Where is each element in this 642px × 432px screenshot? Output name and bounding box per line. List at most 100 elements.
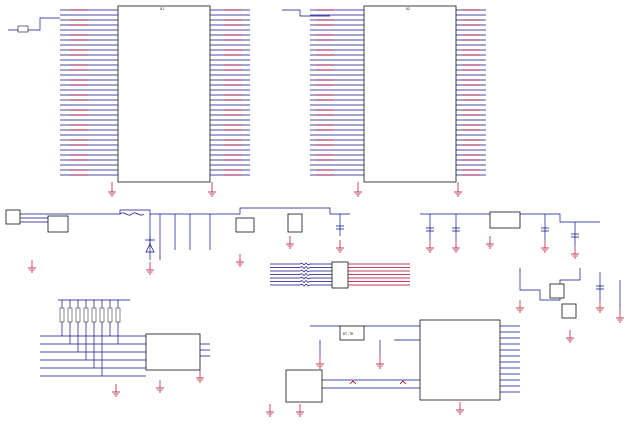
ground-symbol-switch-3 [596,300,604,313]
ground-symbol-power-1 [28,260,36,273]
ground-symbol-bottom-center-5 [456,402,464,415]
switch-block [516,268,624,343]
ground-symbol-switch-4 [616,310,624,323]
regulator-block [420,211,600,259]
resistor-array-line-7 [270,283,332,287]
ic-u1-left-pins [60,9,118,176]
pullup-resistor-4 [83,307,89,323]
capacitor-reg-out [541,214,549,240]
ground-symbol-bottom-left-2 [156,380,164,393]
pullup-resistor-5 [91,307,97,323]
resistor-array-line-6 [270,280,332,283]
resistor-array-wires [270,262,410,287]
ground-symbol-bottom-center-2 [296,404,304,417]
ground-symbol-u2 [354,182,362,197]
transistor-q2[interactable] [549,283,565,299]
resistor-array-line-2 [270,266,332,269]
resistor-array-line-5 [270,276,332,280]
regulator-u4[interactable] [489,211,521,229]
wire-switch [519,268,581,301]
ground-symbol-regulator-1 [426,240,434,253]
ground-symbol-regulator-4 [541,240,549,253]
ground-symbol-bottom-left-1 [112,384,120,397]
ic-bottom-center-main[interactable] [419,319,501,401]
bottom-center-block: DT-TR [266,319,520,417]
ground-symbol-bottom-center-3 [316,356,324,369]
pullup-resistor-2 [67,307,73,323]
resistor-array-line-1 [270,262,332,266]
capacitor-switch [596,272,604,300]
connector-power-in[interactable] [47,215,69,233]
resistor-array-line-4 [270,273,332,276]
ic-bottom-center-left[interactable] [285,369,323,403]
ground-symbol-u1-right [208,182,216,197]
wire-power-taps [149,214,211,260]
regulator-u3[interactable] [287,213,303,233]
resistor-network[interactable] [331,261,349,289]
ground-symbol-power-4 [286,236,294,249]
led-markers [349,380,407,385]
ground-symbol-bottom-center-1 [266,404,274,417]
diode-d1 [145,243,155,253]
wire-pullup-bus [40,335,146,377]
wire-u1-left-top [8,17,60,31]
ic-u1-body[interactable] [117,5,211,183]
ic-bottom-center-pins [500,325,520,393]
ground-symbol-regulator-2 [452,240,460,253]
ground-group-bottom-center [266,356,464,417]
resistor-array-line-3 [270,269,332,273]
wire-power-rail [6,207,350,215]
wire-u2-power [282,9,330,17]
ground-symbol-u1 [108,182,116,197]
ground-group-switch [516,300,624,343]
wire-bottom-center [310,325,420,356]
pullup-resistor-7 [107,307,113,323]
wire-regulator-io [420,213,600,223]
ground-group-regulator [426,236,579,259]
pullup-resistor-8 [115,307,121,323]
ground-symbol-power-3 [236,254,244,267]
ic-connector-bottom-left[interactable] [145,333,201,371]
ic-u1-ref: U1 [160,7,164,11]
ground-symbol-switch-1 [516,300,524,313]
ic-u2-left-pins [310,9,364,176]
ic-dt-tr[interactable] [339,325,365,341]
ground-symbol-bottom-left-3 [196,370,204,383]
pullup-resistor-3 [75,307,81,323]
ground-symbol-bottom-center-4 [376,356,384,369]
ic-u2-right-pins [456,9,486,176]
capacitor-reg-in-2 [452,214,460,240]
wire-connector-out [200,343,210,357]
capacitor-c1 [145,236,155,244]
ic-u1-block: U1 [8,5,250,197]
capacitor-output [336,214,344,236]
wire-connector [20,217,48,223]
pullup-resistor-6 [99,307,105,323]
ic-dt-tr-label: DT-TR [343,332,354,336]
wire-bottom-bus [322,379,420,389]
ic-u2-block: U2 [282,5,486,197]
power-stage-block [5,207,350,275]
mosfet-q1[interactable] [235,217,255,233]
ground-group-power [28,236,344,275]
capacitor-reg-out-2 [571,222,579,246]
resistor-top-left [17,25,29,33]
ground-symbol-power-2 [146,262,154,275]
transistor-q3[interactable] [561,303,577,319]
ground-symbol-switch-2 [566,330,574,343]
ground-symbol-regulator-3 [486,236,494,249]
pullup-resistor-1 [59,307,65,323]
resistor-array-block [270,261,410,289]
ic-u2-body[interactable] [363,5,457,183]
ground-symbol-u2-right [454,182,462,197]
connector-j1[interactable] [5,209,21,225]
ground-symbol-power-5 [336,240,344,253]
ground-symbol-regulator-5 [571,246,579,259]
ic-u2-ref: U2 [406,7,410,11]
pullup-block [40,299,210,397]
ic-u1-right-pins [210,9,250,176]
capacitor-reg-in [426,214,434,240]
inductor-l1 [119,212,145,216]
pullup-resistors [58,299,130,376]
